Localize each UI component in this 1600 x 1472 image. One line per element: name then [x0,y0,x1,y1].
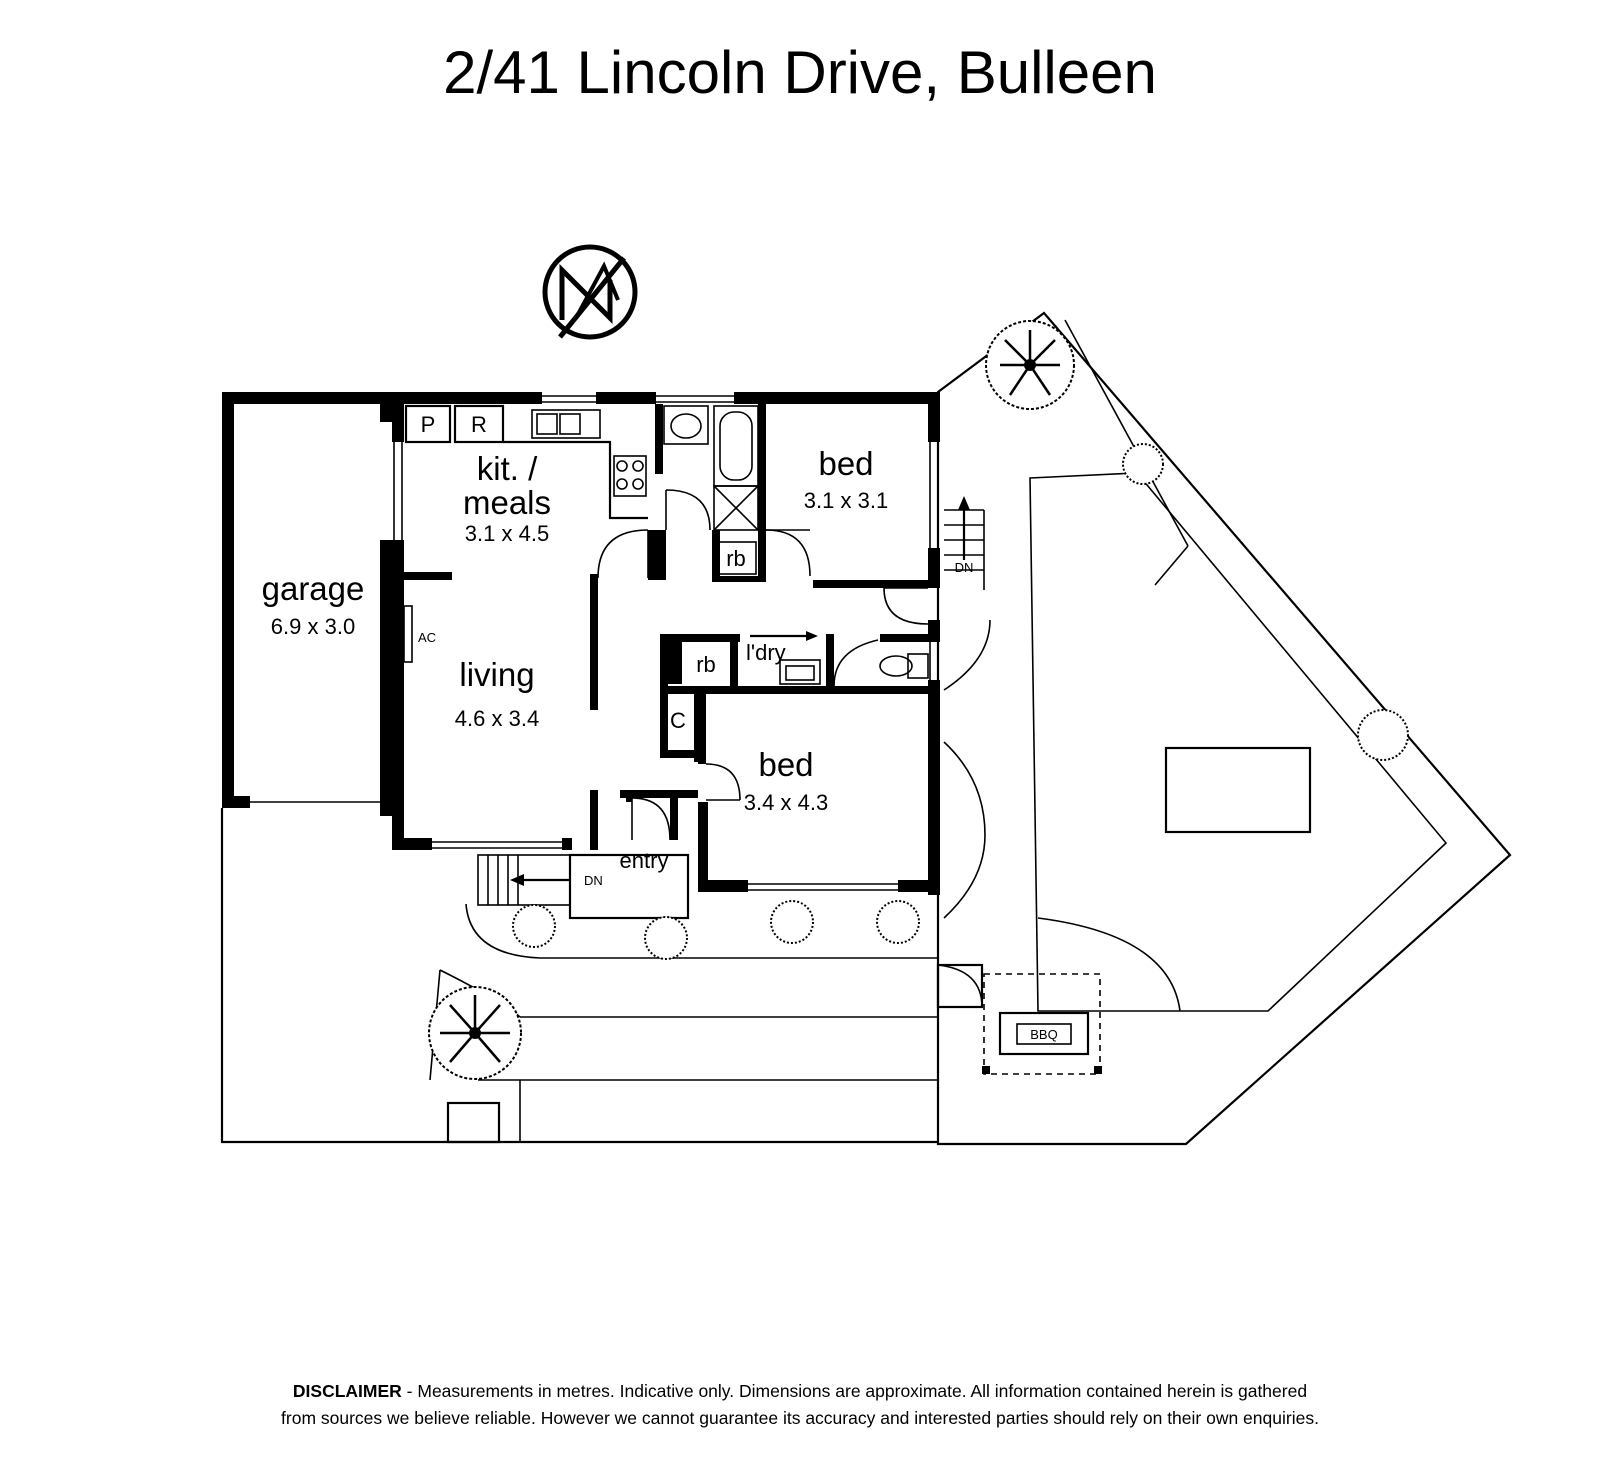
bbq-area: BBQ [982,973,1102,1075]
stove-icon [613,455,647,497]
robe-label-2: rb [696,652,716,677]
living-dims: 4.6 x 3.4 [455,706,539,731]
bbq-label: BBQ [1030,1027,1057,1042]
plan-title: 2/41 Lincoln Drive, Bulleen [443,39,1157,106]
site-outline [220,311,1512,1146]
garage-label: garage [262,570,365,607]
kitchen-label-2: meals [463,484,551,521]
shower-icon [713,485,759,531]
bed2-dims: 3.4 x 4.3 [744,790,828,815]
stairs-down-bed1: DN [944,496,985,590]
pantry-label: P [421,412,436,437]
disclaimer-line2: from sources we believe reliable. Howeve… [281,1408,1319,1428]
garage: garage 6.9 x 3.0 [222,392,392,816]
internal-walls [392,404,940,850]
north-arrow-icon [542,244,638,340]
toilet-cistern-icon [907,653,929,679]
stairs-down-entry: DN [477,854,603,906]
fridge-label: R [471,412,487,437]
garage-dims: 6.9 x 3.0 [271,614,355,639]
aircon-unit: AC [403,605,436,663]
sink-icon [531,409,601,439]
disclaimer: DISCLAIMER - Measurements in metres. Ind… [0,1378,1600,1432]
shrub-icon [512,443,1409,960]
tree-icon [985,320,1075,410]
trough-icon [779,659,821,685]
disclaimer-lead: DISCLAIMER [292,1381,402,1401]
tree-icon [428,986,522,1080]
aircon-label: AC [418,630,436,645]
bed1-label: bed [818,445,873,482]
stairs-dn-label-2: DN [584,873,603,888]
entry-label: entry [620,848,669,873]
basin-icon [670,413,702,439]
stairs-dn-label-1: DN [955,560,974,575]
cupboard-label: C [670,708,686,733]
laundry-label: l'dry [746,640,786,665]
robe-label-1: rb [726,546,746,571]
house-walls [392,392,940,895]
outdoor-feature [1164,746,1312,834]
bed1-dims: 3.1 x 3.1 [804,488,888,513]
disclaimer-line1: - Measurements in metres. Indicative onl… [401,1381,1308,1401]
toilet-icon [879,655,913,677]
kitchen-label-1: kit. / [477,450,538,487]
kitchen-fixtures: P R [404,404,648,520]
kitchen-dims: 3.1 x 4.5 [465,521,549,546]
laundry-fixtures: rb l'dry C [670,631,929,733]
bed2-label: bed [758,746,813,783]
bathroom-fixtures: rb [663,405,759,575]
doors [597,489,929,841]
living-label: living [459,656,534,693]
